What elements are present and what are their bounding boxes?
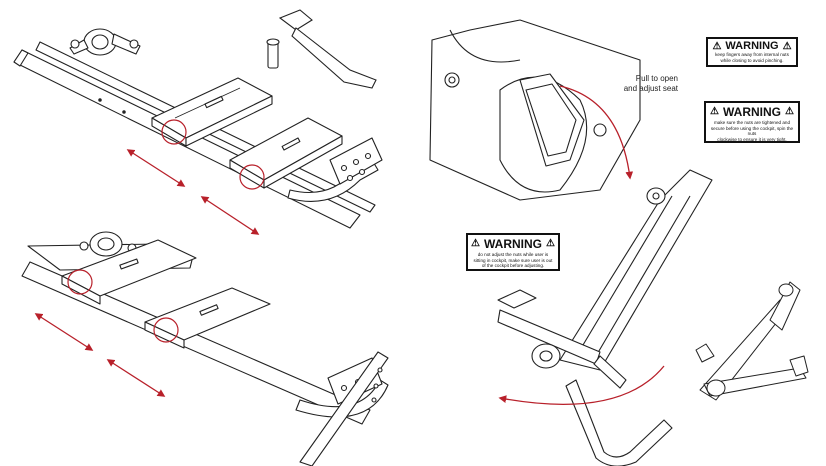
warning-label-tighten: ⚠ WARNING ⚠ make sure the nuts are tight… (704, 101, 800, 143)
warning-triangle-icon: ⚠ (471, 238, 480, 249)
warning-text: make sure the nuts are tightened and sec… (710, 120, 794, 143)
pull-to-open-callout: Pull to open and adjust seat (590, 74, 678, 94)
cockpit-small (695, 281, 809, 401)
direction-arrows-top (126, 149, 260, 235)
warning-triangle-icon: ⚠ (785, 106, 794, 117)
warning-label-adjust: ⚠ WARNING ⚠ do not adjust the nuts while… (466, 233, 560, 271)
lever-closeup (429, 19, 641, 201)
warning-text: keep fingers away from internal nuts whi… (715, 52, 789, 63)
callout-line-1: Pull to open (635, 74, 678, 83)
pull-arrow (559, 85, 634, 180)
warning-triangle-icon: ⚠ (546, 238, 555, 249)
warning-triangle-icon: ⚠ (710, 106, 719, 117)
warning-text: do not adjust the nuts while user is sit… (473, 252, 553, 269)
cockpit-seat (497, 169, 713, 466)
adjustment-lever-icon (266, 9, 377, 89)
rotate-arrow (498, 365, 665, 406)
warning-heading: WARNING (725, 40, 779, 52)
warning-triangle-icon: ⚠ (712, 40, 722, 52)
warning-label-pinching: ⚠ WARNING ⚠ keep fingers away from inter… (706, 37, 798, 67)
direction-arrows-bottom (34, 313, 166, 397)
callout-line-2: and adjust seat (623, 84, 678, 93)
rail-assembly-bottom (21, 231, 389, 466)
warning-heading: WARNING (484, 237, 542, 251)
highlight-circles-top (161, 119, 265, 190)
warning-triangle-icon: ⚠ (782, 40, 792, 52)
highlight-circles-bottom (67, 269, 179, 343)
warning-heading: WARNING (723, 105, 781, 119)
